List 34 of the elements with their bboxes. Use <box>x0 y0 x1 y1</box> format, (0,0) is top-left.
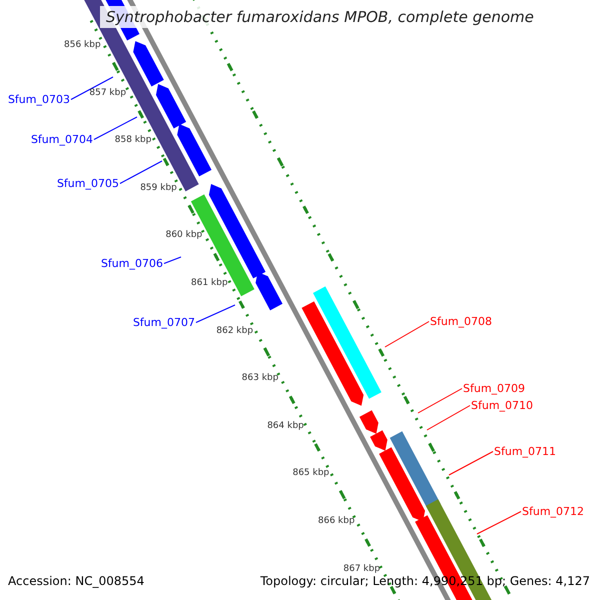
leader-line <box>70 76 114 100</box>
gene-label: Sfum_0704 <box>30 133 93 146</box>
gene-label: Sfum_0710 <box>471 399 534 412</box>
leader-line <box>120 160 162 184</box>
gene-label: Sfum_0705 <box>56 177 119 190</box>
gene-label: Sfum_0709 <box>463 382 526 395</box>
accession-text: Accession: NC_008554 <box>8 574 144 588</box>
leader-line <box>476 511 522 534</box>
gene-label: Sfum_0707 <box>132 316 195 329</box>
leader-line <box>384 321 430 348</box>
gene-label: Sfum_0708 <box>430 315 492 328</box>
leader-line <box>196 304 236 323</box>
position-label: 860 kbp <box>166 230 202 240</box>
gene-label: Sfum_0711 <box>494 445 556 458</box>
gene-label: Sfum_0706 <box>100 257 163 270</box>
gene-label: Sfum_0703 <box>8 93 70 106</box>
leader-line <box>164 256 182 264</box>
leader-line <box>94 116 138 140</box>
leader-line <box>448 451 494 476</box>
leader-line <box>418 388 462 414</box>
position-label: 858 kbp <box>114 135 152 146</box>
position-label: 863 kbp <box>242 373 278 384</box>
position-label: 865 kbp <box>292 468 330 478</box>
position-label: 859 kbp <box>140 182 177 193</box>
position-label: 857 kbp <box>89 88 126 98</box>
position-label: 862 kbp <box>216 326 254 336</box>
position-label: 861 kbp <box>191 278 228 288</box>
gene-label: Sfum_0712 <box>522 505 584 518</box>
position-label: 864 kbp <box>267 420 304 431</box>
leader-line <box>426 405 470 430</box>
position-label: 866 kbp <box>318 516 355 526</box>
position-label: 856 kbp <box>64 40 101 50</box>
genome-summary-text: Topology: circular; Length: 4,990,251 bp; Genes: 4,127 <box>260 574 590 588</box>
position-label: 867 kbp <box>343 564 380 574</box>
